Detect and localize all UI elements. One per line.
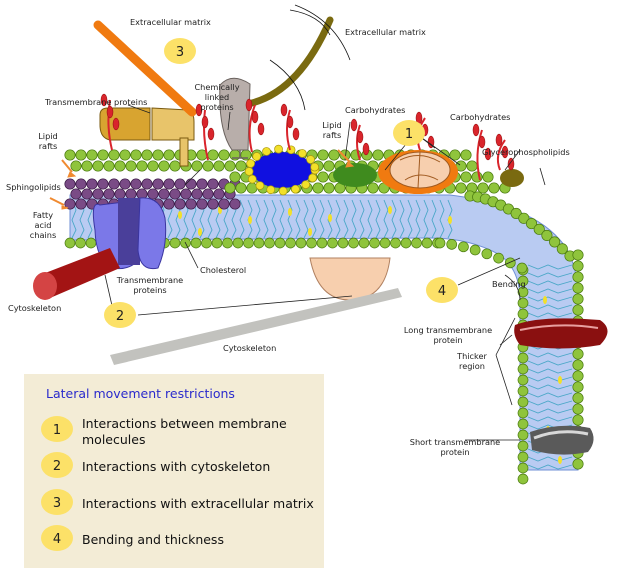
lipid-raft-blue-ring — [244, 144, 320, 196]
label-tm-bottom-2: proteins — [133, 285, 166, 295]
legend-item-1-num: 1 — [53, 423, 61, 438]
transmembrane-protein-blue-right — [137, 197, 167, 270]
badge-1-top-num: 1 — [405, 127, 413, 142]
label-chemically-1: Chemically — [194, 82, 239, 92]
legend-item-3-num: 3 — [53, 496, 61, 511]
label-transmembrane-proteins-top: Transmembrane proteins — [44, 97, 147, 107]
legend-item-1: 1 Interactions between membrane molecule… — [41, 416, 287, 447]
cytoskeleton-red-cylinder — [33, 248, 120, 300]
lipid-raft-blue — [252, 152, 312, 188]
label-thicker-2: region — [459, 361, 485, 371]
label-fatty-2: acid — [35, 220, 52, 230]
legend-item-4-num: 4 — [53, 532, 61, 547]
label-cytoskeleton-bottom: Cytoskeleton — [223, 343, 276, 353]
cytoskeleton-gray-bar — [110, 288, 402, 365]
label-short-tm-2: protein — [440, 447, 469, 457]
label-lipid-rafts-mid-2: rafts — [323, 130, 342, 140]
badge-4-mid: 4 — [426, 277, 458, 303]
long-transmembrane-protein — [514, 318, 608, 349]
badge-2-mid: 2 — [104, 302, 136, 328]
badge-1-top: 1 — [393, 120, 425, 146]
label-short-tm-1: Short transmembrane — [410, 437, 500, 447]
label-bending: Bending — [492, 279, 526, 289]
label-lipid-rafts-mid-1: Lipid — [322, 120, 342, 130]
label-carbohydrates-right: Carbohydrates — [450, 112, 510, 122]
extracellular-matrix-orange-fiber — [93, 20, 197, 117]
label-lipid-rafts-left-2: rafts — [39, 141, 58, 151]
legend-item-4: 4 Bending and thickness — [41, 525, 224, 551]
label-cholesterol: Cholesterol — [200, 265, 246, 275]
extracellular-matrix-olive-fiber — [248, 16, 334, 107]
label-long-tm-2: protein — [433, 335, 462, 345]
label-fatty-3: chains — [30, 230, 56, 240]
legend-item-1-text-2: molecules — [82, 432, 145, 447]
legend-item-4-text: Bending and thickness — [82, 532, 224, 547]
legend-item-2: 2 Interactions with cytoskeleton — [41, 452, 270, 478]
label-sphingolipids: Sphingolipids — [6, 182, 61, 192]
legend-item-3: 3 Interactions with extracellular matrix — [41, 489, 314, 515]
label-chemically-3: proteins — [200, 102, 233, 112]
label-long-tm-1: Long transmembrane — [404, 325, 492, 335]
label-thicker-1: Thicker — [456, 351, 487, 361]
badge-3-top-num: 3 — [176, 45, 184, 60]
label-extracellular-matrix-top: Extracellular matrix — [130, 17, 211, 27]
short-transmembrane-protein — [530, 425, 594, 455]
label-extracellular-matrix-right: Extracellular matrix — [345, 27, 426, 37]
legend-item-2-num: 2 — [53, 459, 61, 474]
lipid-raft-green — [333, 163, 377, 187]
label-carbohydrates-mid: Carbohydrates — [345, 105, 405, 115]
badge-3-top: 3 — [164, 38, 196, 64]
legend-item-2-text: Interactions with cytoskeleton — [82, 459, 270, 474]
label-lipid-rafts-left-1: Lipid — [38, 131, 58, 141]
label-tm-bottom-1: Transmembrane — [116, 275, 183, 285]
label-chemically-2: linked — [205, 92, 229, 102]
legend-item-3-text: Interactions with extracellular matrix — [82, 496, 314, 511]
badge-4-mid-num: 4 — [438, 284, 446, 299]
label-fatty-1: Fatty — [33, 210, 53, 220]
carbohydrate-chains — [100, 93, 515, 181]
legend-box: Lateral movement restrictions 1 Interact… — [24, 374, 324, 568]
badge-2-mid-num: 2 — [116, 309, 124, 324]
label-cytoskeleton-left: Cytoskeleton — [8, 303, 61, 313]
legend-title: Lateral movement restrictions — [46, 386, 235, 401]
legend-item-1-text: Interactions between membrane — [82, 416, 287, 431]
label-glycerophospholipids: Glycerophospholipids — [482, 147, 570, 157]
lipid-raft-olive — [500, 169, 524, 187]
